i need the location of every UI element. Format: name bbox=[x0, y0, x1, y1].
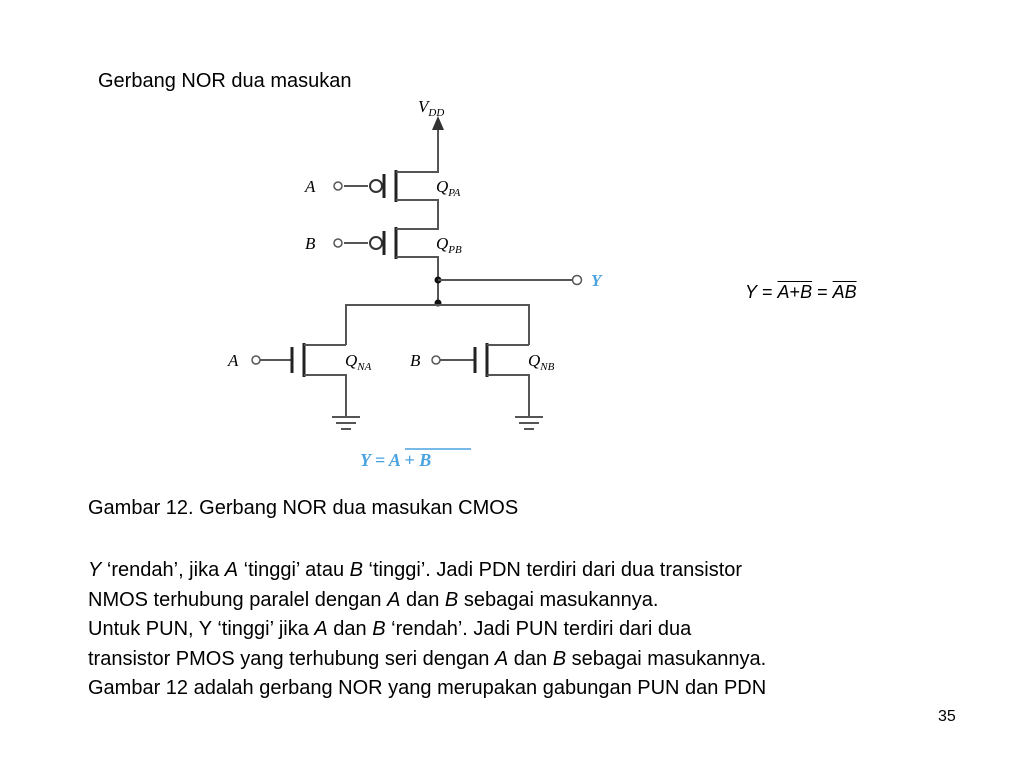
para-line-1: Y ‘rendah’, jika A ‘tinggi’ atau B ‘ting… bbox=[88, 559, 743, 581]
nmos-a-input-label: A bbox=[227, 351, 239, 370]
output-y-label: Y bbox=[591, 271, 603, 290]
qnb-label: QNB bbox=[528, 351, 555, 373]
pmos-b-input-label: B bbox=[305, 234, 316, 253]
pmos-transistor-qpa bbox=[333, 170, 439, 228]
nmos-transistor-qnb bbox=[431, 343, 530, 416]
qpa-label: QPA bbox=[436, 177, 461, 199]
para-line-5: Gambar 12 adalah gerbang NOR yang merupa… bbox=[88, 677, 767, 699]
nmos-b-input-label: B bbox=[410, 351, 421, 370]
output-node bbox=[434, 274, 583, 307]
explanation-paragraph: Y ‘rendah’, jika A ‘tinggi’ atau B ‘ting… bbox=[88, 556, 988, 704]
para-line-3: Untuk PUN, Y ‘tinggi’ jika A dan B ‘rend… bbox=[88, 618, 692, 640]
pmos-transistor-qpb bbox=[333, 227, 439, 305]
nor-formula-figure: Y = A + B bbox=[360, 450, 431, 470]
page-number: 35 bbox=[938, 708, 956, 725]
vdd-label: VDD bbox=[418, 97, 444, 119]
figure-caption: Gambar 12. Gerbang NOR dua masukan CMOS bbox=[88, 497, 519, 519]
ground-icon bbox=[332, 416, 360, 430]
nor-equation: Y = A+B = AB bbox=[745, 282, 857, 302]
slide-title: Gerbang NOR dua masukan bbox=[98, 70, 352, 92]
vdd-arrow-icon bbox=[432, 116, 444, 170]
para-line-2: NMOS terhubung paralel dengan A dan B se… bbox=[88, 588, 659, 611]
para-line-4: transistor PMOS yang terhubung seri deng… bbox=[88, 647, 767, 670]
nmos-transistor-qna bbox=[251, 343, 347, 416]
nmos-drain-bus bbox=[345, 304, 530, 345]
ground-icon bbox=[515, 416, 543, 430]
qpb-label: QPB bbox=[436, 234, 462, 256]
pmos-a-input-label: A bbox=[304, 177, 316, 196]
qna-label: QNA bbox=[345, 351, 372, 373]
